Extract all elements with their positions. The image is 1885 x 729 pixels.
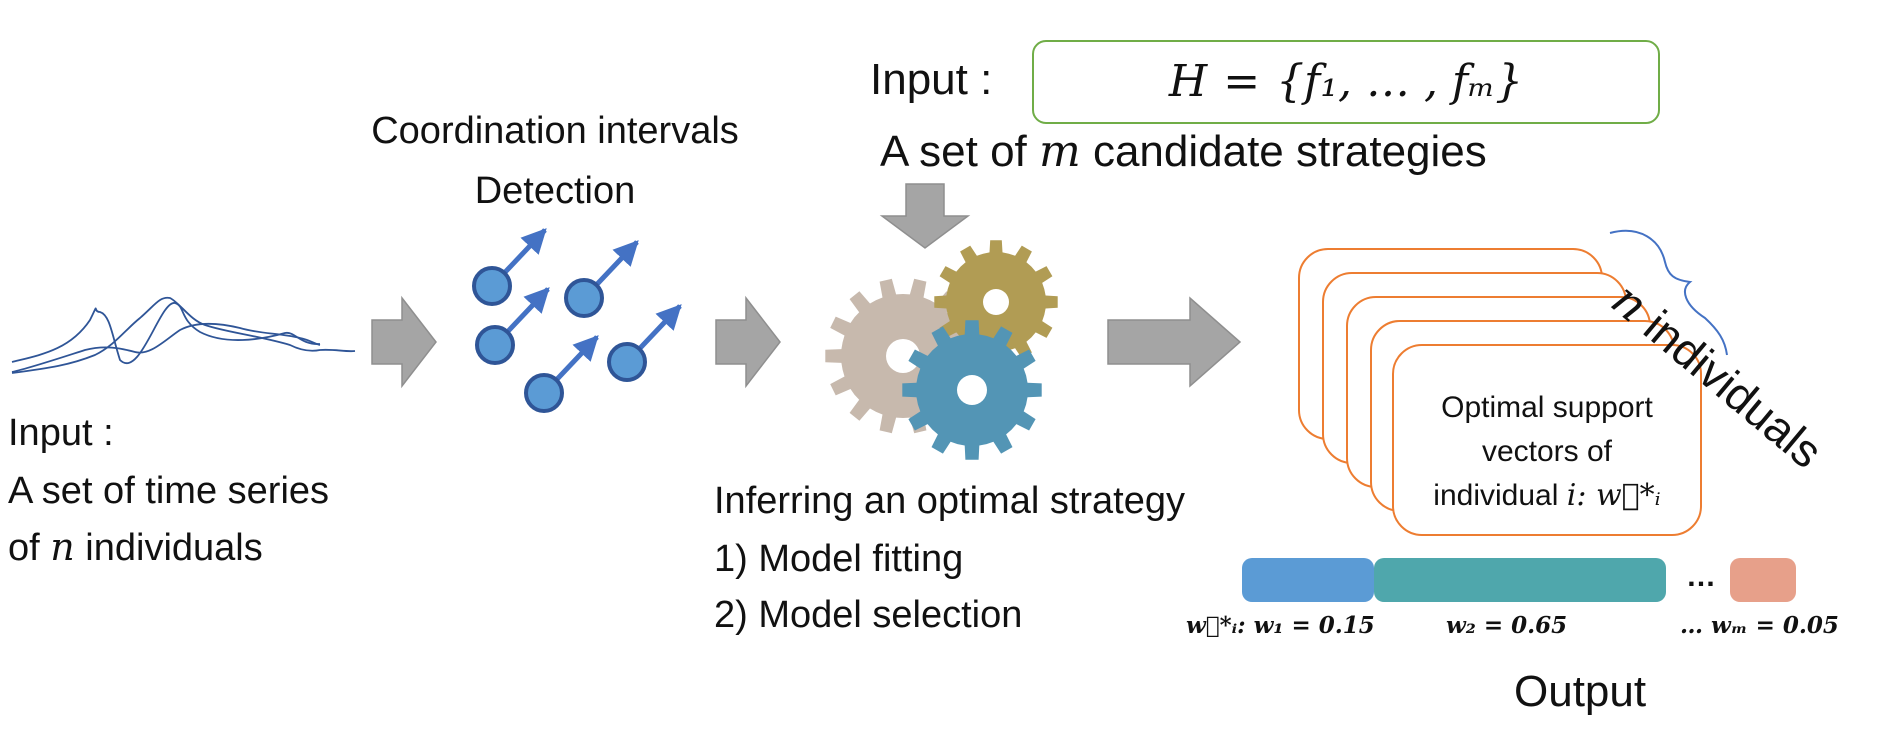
formula-lhs: H: [1168, 56, 1208, 107]
inference-step-1: 1) Model fitting: [714, 540, 963, 578]
weight-bar-w1: [1242, 558, 1374, 602]
card-line3-vec: : w⃗*ᵢ: [1576, 478, 1661, 513]
top-input-label: Input :: [870, 55, 993, 104]
weights-ellipsis: …: [1686, 560, 1716, 593]
strategy-set-box: H = {f₁, … , fₘ}: [1032, 40, 1660, 124]
detection-title-line1: Coordination intervals: [371, 110, 739, 152]
step1-text: Model fitting: [758, 538, 964, 580]
card-line2: vectors of: [1481, 435, 1613, 468]
left-input-line2: A set of time series: [8, 470, 330, 512]
candidate-strategies-caption: A set of m candidate strategies: [880, 130, 1487, 174]
formula-set: {f₁, … , fₘ}: [1276, 56, 1524, 107]
detection-title-line2: Detection: [474, 170, 636, 212]
formula-eq: =: [1223, 56, 1261, 107]
time-series-curves: [11, 296, 356, 374]
inference-title: Inferring an optimal strategy: [714, 480, 1186, 522]
step2-text: Model selection: [758, 594, 1023, 636]
card-line1: Optimal support: [1441, 391, 1653, 424]
weight-label-wm: … wₘ = 0.05: [1680, 612, 1839, 639]
card-line3-var: i: [1566, 478, 1577, 513]
individuals-brace: [1609, 229, 1728, 356]
weight-bar-w2: [1374, 558, 1666, 602]
step2-num: 2): [714, 594, 748, 636]
output-label: Output: [1514, 667, 1647, 716]
card-line3: individual i: w⃗*ᵢ: [1394, 474, 1700, 518]
left-input-line3: of n individuals: [8, 528, 263, 567]
gear-gold-hole: [983, 289, 1009, 315]
line3-var: n: [50, 525, 75, 569]
weight-bar-wm: [1730, 558, 1796, 602]
flow-arrow-down: [879, 183, 971, 249]
flow-arrow-2: [715, 295, 781, 389]
caption-pre: A set of: [880, 127, 1039, 176]
output-card-front: Optimal support vectors of individual i:…: [1392, 344, 1702, 536]
line3-post: individuals: [74, 527, 263, 569]
weight-label-w2: w₂ = 0.65: [1446, 612, 1568, 639]
detection-nodes: [472, 228, 682, 413]
flow-arrow-3: [1107, 296, 1242, 388]
inference-step-2: 2) Model selection: [714, 596, 1022, 634]
line3-pre: of: [8, 527, 51, 569]
caption-post: candidate strategies: [1080, 127, 1487, 176]
caption-var: m: [1038, 126, 1081, 177]
step1-num: 1): [714, 538, 748, 580]
gear-teal-hole: [957, 375, 987, 405]
left-input-label: Input :: [8, 412, 114, 454]
gear-teal-icon: [902, 320, 1042, 460]
weight-label-w1: w⃗*ᵢ: w₁ = 0.15: [1186, 612, 1375, 639]
card-line3-pre: individual: [1433, 479, 1567, 512]
flow-arrow-1: [371, 295, 437, 389]
gear-beige-hole: [886, 339, 920, 373]
